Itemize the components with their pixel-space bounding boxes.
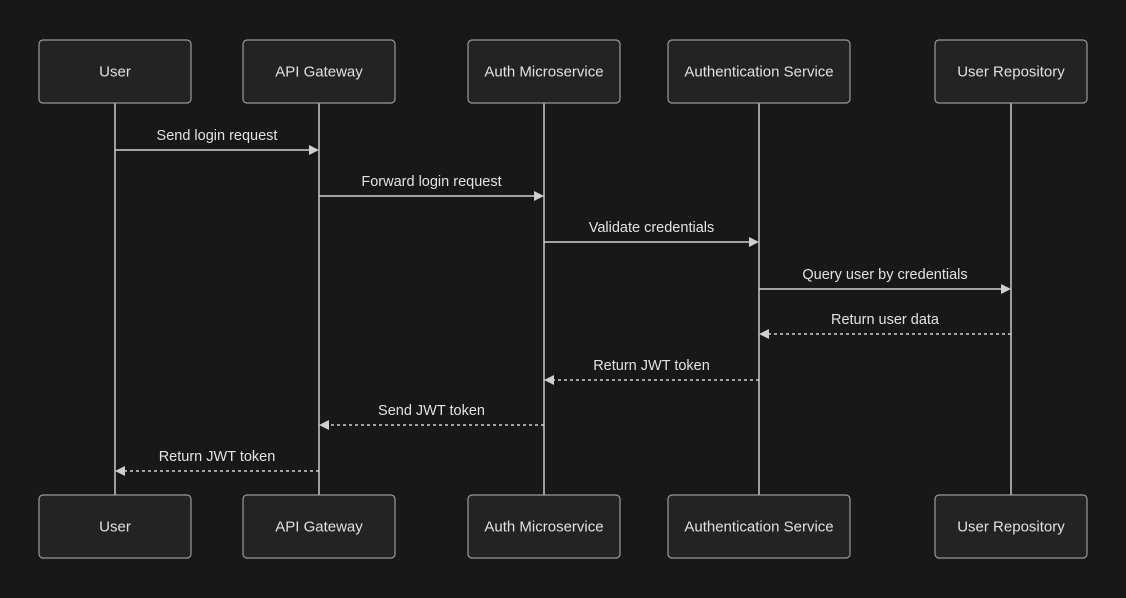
message-label-8: Return JWT token: [159, 449, 276, 465]
message-arrowhead-2: [534, 191, 544, 201]
message-arrowhead-1: [309, 145, 319, 155]
participant-box-auth-microservice-top[interactable]: [467, 39, 621, 104]
message-arrowhead-5: [759, 329, 769, 339]
participant-api-gateway-top[interactable]: API Gateway: [242, 39, 396, 104]
participant-auth-microservice-bottom[interactable]: Auth Microservice: [467, 494, 621, 559]
message-arrowhead-7: [319, 420, 329, 430]
message-3[interactable]: Validate credentials: [544, 220, 759, 247]
participant-label-user-bottom: User: [99, 518, 131, 535]
message-8[interactable]: Return JWT token: [115, 449, 319, 476]
participant-box-user-top[interactable]: [38, 39, 192, 104]
participant-user-repository-top[interactable]: User Repository: [934, 39, 1088, 104]
message-label-1: Send login request: [157, 128, 278, 144]
participant-box-authentication-service-top[interactable]: [667, 39, 851, 104]
top-participants-group: User API Gateway Auth Microservice Authenti…: [38, 39, 1088, 104]
participant-user-bottom[interactable]: User: [38, 494, 192, 559]
message-label-4: Query user by credentials: [802, 267, 967, 283]
message-label-5: Return user data: [831, 312, 940, 328]
participant-label-user-repository-top: User Repository: [957, 63, 1065, 80]
participant-label-auth-microservice-top: Auth Microservice: [484, 63, 603, 80]
participant-label-user-repository-bottom: User Repository: [957, 518, 1065, 535]
message-label-3: Validate credentials: [589, 220, 714, 236]
participant-api-gateway-bottom[interactable]: API Gateway: [242, 494, 396, 559]
participant-box-authentication-service-bottom[interactable]: [667, 494, 851, 559]
participant-user-top[interactable]: User: [38, 39, 192, 104]
message-7[interactable]: Send JWT token: [319, 403, 544, 430]
participant-label-auth-microservice-bottom: Auth Microservice: [484, 518, 603, 535]
lifelines-group: [114, 103, 1012, 495]
participant-label-user-top: User: [99, 63, 131, 80]
message-5[interactable]: Return user data: [759, 312, 1011, 339]
participant-box-api-gateway-bottom[interactable]: [242, 494, 396, 559]
message-arrowhead-6: [544, 375, 554, 385]
message-label-7: Send JWT token: [378, 403, 485, 419]
participant-auth-microservice-top[interactable]: Auth Microservice: [467, 39, 621, 104]
participant-box-user-repository-top[interactable]: [934, 39, 1088, 104]
participant-label-api-gateway-top: API Gateway: [275, 63, 363, 80]
message-arrowhead-4: [1001, 284, 1011, 294]
participant-box-user-repository-bottom[interactable]: [934, 494, 1088, 559]
participant-box-auth-microservice-bottom[interactable]: [467, 494, 621, 559]
message-arrowhead-3: [749, 237, 759, 247]
message-6[interactable]: Return JWT token: [544, 358, 759, 385]
participant-box-api-gateway-top[interactable]: [242, 39, 396, 104]
participant-box-user-bottom[interactable]: [38, 494, 192, 559]
message-label-2: Forward login request: [361, 174, 501, 190]
message-1[interactable]: Send login request: [115, 128, 319, 155]
participant-label-authentication-service-top: Authentication Service: [684, 63, 833, 80]
message-2[interactable]: Forward login request: [319, 174, 544, 201]
message-arrowhead-8: [115, 466, 125, 476]
participant-user-repository-bottom[interactable]: User Repository: [934, 494, 1088, 559]
participant-label-api-gateway-bottom: API Gateway: [275, 518, 363, 535]
participant-authentication-service-top[interactable]: Authentication Service: [667, 39, 851, 104]
message-4[interactable]: Query user by credentials: [759, 267, 1011, 294]
participant-authentication-service-bottom[interactable]: Authentication Service: [667, 494, 851, 559]
message-label-6: Return JWT token: [593, 358, 710, 374]
participant-label-authentication-service-bottom: Authentication Service: [684, 518, 833, 535]
bottom-participants-group: User API Gateway Auth Microservice Authenti…: [38, 494, 1088, 559]
